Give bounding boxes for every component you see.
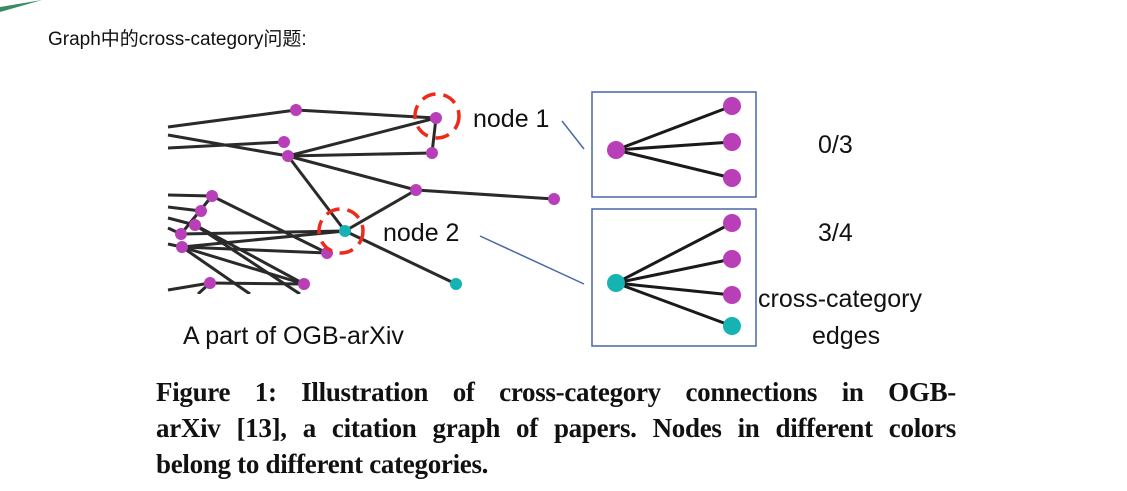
graph-node	[195, 205, 207, 217]
decorative-corner-stroke	[0, 0, 42, 12]
legend-line1: cross-category	[758, 285, 922, 313]
legend-line2: edges	[812, 322, 880, 350]
graph-nodes	[175, 104, 560, 290]
node2-neighbor	[723, 286, 741, 304]
caption-line-2: arXiv [13], a citation graph of papers. …	[156, 413, 956, 443]
graph-node	[175, 228, 187, 240]
caption-line-3: belong to different categories.	[156, 449, 489, 479]
graph-node	[410, 184, 422, 196]
node2-label: node 2	[383, 219, 459, 247]
node1-neighbor	[723, 97, 741, 115]
graph-node	[176, 241, 188, 253]
graph-edges	[167, 108, 555, 296]
node1-callout	[561, 120, 585, 150]
node2-neighbor	[723, 317, 741, 335]
node1-highlight-ring	[413, 92, 461, 140]
node2-ratio: 3/4	[818, 219, 853, 247]
graph-node	[282, 150, 294, 162]
node1-neighborhood-box	[591, 91, 757, 198]
node2-callout	[479, 235, 585, 285]
graph-node	[278, 136, 290, 148]
node1-neighbor	[723, 169, 741, 187]
node1-neighbor	[723, 133, 741, 151]
graph-node	[189, 219, 201, 231]
node2-center	[607, 274, 625, 292]
node2-neighborhood-box	[591, 208, 757, 347]
left-panel-label: A part of OGB-arXiv	[183, 322, 404, 350]
graph-node	[298, 278, 310, 290]
node1-ratio: 0/3	[818, 131, 853, 159]
node1-label: node 1	[473, 105, 549, 133]
node1-center	[607, 141, 625, 159]
graph-node-2	[339, 225, 351, 237]
node2-neighbor	[723, 214, 741, 232]
caption-line-1: Figure 1: Illustration of cross-category…	[156, 377, 956, 407]
graph-node	[290, 104, 302, 116]
graph-node	[450, 278, 462, 290]
node2-neighbor	[723, 250, 741, 268]
graph-node-1	[430, 112, 442, 124]
graph-node	[426, 147, 438, 159]
graph-node	[206, 190, 218, 202]
slide-title: Graph中的cross-category问题:	[48, 29, 307, 50]
graph-node	[548, 193, 560, 205]
graph-node	[204, 277, 216, 289]
node2-highlight-ring	[317, 207, 365, 255]
figure-caption: Figure 1: Illustration of cross-category…	[156, 374, 956, 482]
